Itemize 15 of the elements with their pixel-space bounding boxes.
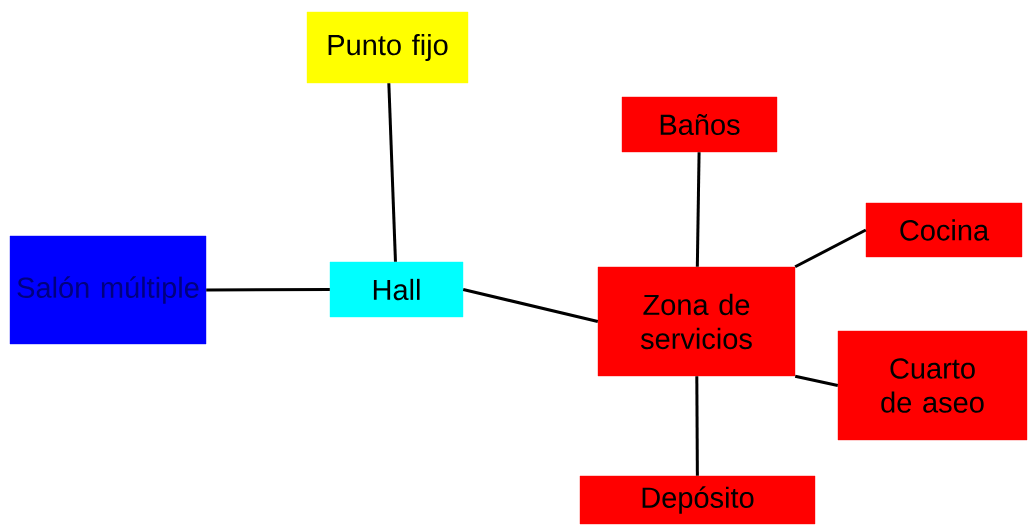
connector-line [695,152,701,267]
room-box: Cocina [865,202,1023,258]
room-box: Depósito [579,475,816,525]
connector-line [695,376,699,476]
connector-line [462,288,599,323]
room-box: Hall [329,261,464,318]
room-box: Cuarto de aseo [837,330,1028,441]
room-box: Salón múltiple [9,235,207,345]
room-box: Baños [621,96,778,153]
room-box: Punto fijo [306,11,469,84]
connector-line [387,83,397,262]
connector-line [206,288,330,292]
connector-line [794,228,867,269]
room-box: Zona de servicios [597,266,796,377]
connector-line [794,374,839,387]
